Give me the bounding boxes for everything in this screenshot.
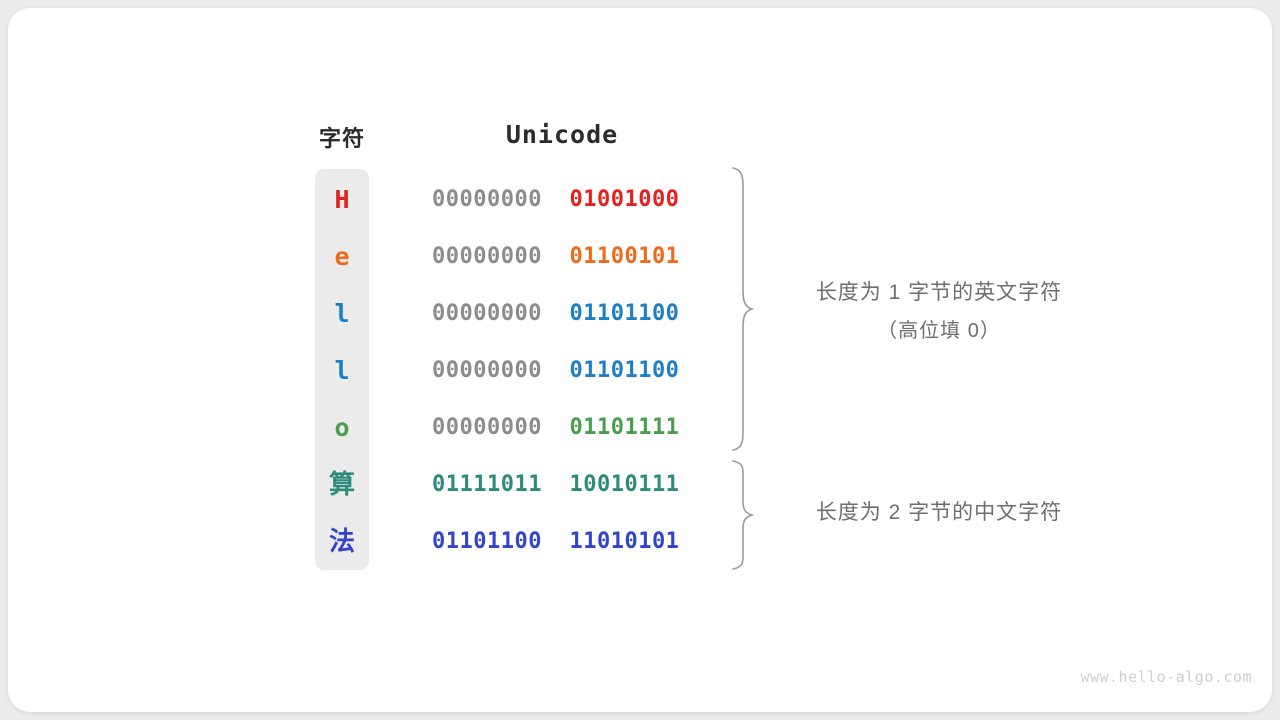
character-cell: H [334,185,350,214]
annotation-english-line2: （高位填 0） [877,320,1001,342]
binary-low-byte: 01101100 [569,358,680,383]
binary-row: 01101100 11010101 [432,513,697,570]
brace-chinese-group [726,459,754,571]
binary-high-byte: 00000000 [432,415,542,440]
binary-low-byte: 01101100 [569,301,680,326]
brace-english-group [726,166,754,452]
binary-row: 01111011 10010111 [432,456,697,513]
annotation-chinese: 长度为 2 字节的中文字符 [774,496,1104,526]
binary-high-byte: 00000000 [432,358,542,383]
character-cell: o [334,413,350,442]
binary-high-byte: 01111011 [432,472,542,497]
character-cell: 算 [328,469,355,499]
binary-row: 00000000 01100101 [432,228,697,285]
figure-card: 字符 Unicode H 00000000 01001000 e 00000000 0… [8,8,1272,712]
annotation-english: 长度为 1 字节的英文字符 （高位填 0） [774,276,1104,343]
column-header-unicode: Unicode [505,120,619,149]
binary-low-byte: 01101111 [569,415,680,440]
character-column-panel [315,169,369,570]
binary-row: 00000000 01101100 [432,342,697,399]
annotation-english-line1: 长度为 1 字节的英文字符 [815,281,1063,304]
watermark-url: www.hello-algo.com [1080,668,1252,686]
binary-high-byte: 00000000 [432,244,542,269]
binary-high-byte: 00000000 [432,301,542,326]
binary-row: 00000000 01101100 [432,285,697,342]
column-header-character: 字符 [318,126,365,151]
binary-low-byte: 01001000 [569,187,680,212]
character-cell: 法 [328,526,355,556]
character-cell: e [334,242,350,271]
figure-stage: 字符 Unicode H 00000000 01001000 e 00000000 0… [8,8,1272,712]
binary-high-byte: 01101100 [432,529,542,554]
character-cell: l [334,299,350,328]
annotation-chinese-line1: 长度为 2 字节的中文字符 [815,501,1063,524]
binary-row: 00000000 01101111 [432,399,697,456]
character-cell: l [334,356,350,385]
binary-row: 00000000 01001000 [432,171,697,228]
binary-low-byte: 11010101 [569,529,680,554]
binary-high-byte: 00000000 [432,187,542,212]
binary-low-byte: 10010111 [569,472,680,497]
binary-low-byte: 01100101 [569,244,680,269]
